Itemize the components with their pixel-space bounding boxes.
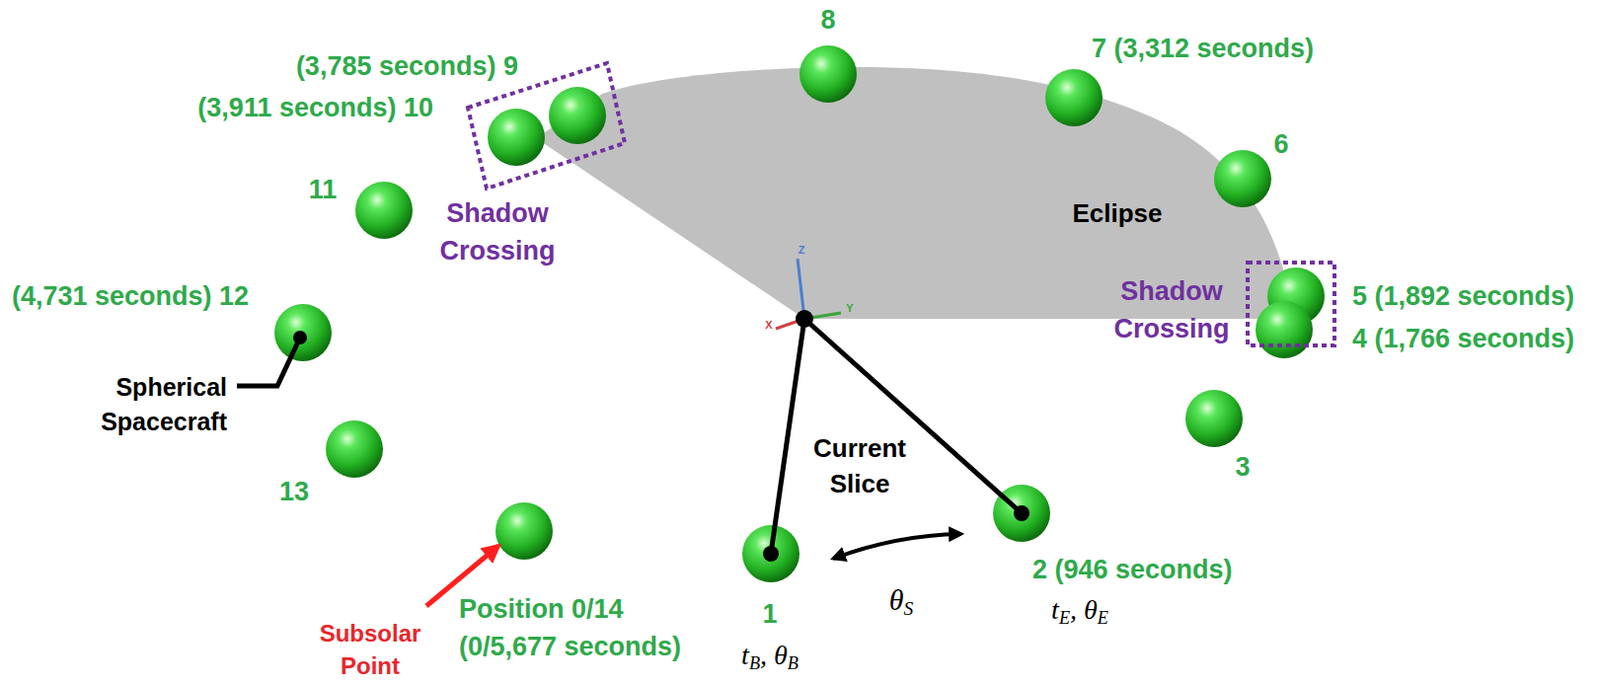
shadow-crossing-label: Shadow Crossing	[428, 195, 567, 271]
slice-lines	[762, 309, 1030, 562]
slice-label: Current Slice	[795, 430, 924, 503]
position-time: Position 0/14 (0/5,677 seconds)	[458, 591, 696, 667]
region-label: Eclipse	[1071, 198, 1162, 229]
axis-letter: X	[764, 318, 772, 332]
position-number: 13	[279, 475, 309, 508]
position-time: (3,785 seconds) 9	[296, 50, 519, 82]
position-time: (4,731 seconds) 12	[11, 280, 249, 312]
position-number: 3	[1234, 451, 1250, 483]
spacecraft-spheres	[274, 45, 1325, 583]
position-time: 5 (1,892 seconds)	[1352, 280, 1575, 312]
slice-bound-symbol: tB, θB	[741, 638, 799, 673]
subscript: E	[1097, 608, 1109, 628]
subscript: S	[904, 598, 915, 619]
subscript: B	[749, 653, 761, 674]
callout-label: Subsolar Point	[310, 616, 430, 684]
axes-triad	[775, 258, 841, 329]
subscript: E	[1059, 608, 1070, 628]
angle-symbol: θS	[889, 582, 915, 618]
position-time: 7 (3,312 seconds)	[1091, 32, 1314, 65]
shadow-crossing-label: Shadow Crossing	[1102, 273, 1241, 349]
spacecraft-leader	[236, 330, 307, 386]
axis-letter: Y	[845, 302, 853, 315]
position-time: (3,911 seconds) 10	[197, 91, 434, 124]
slice-bound-symbol: tE, θE	[1051, 593, 1109, 627]
position-number: 11	[308, 173, 338, 206]
axis-letter: Z	[798, 243, 806, 257]
position-number: 8	[820, 3, 836, 36]
position-number: 6	[1273, 128, 1289, 160]
position-time: 4 (1,766 seconds)	[1352, 322, 1575, 355]
subscript: B	[787, 653, 799, 674]
position-time: 2 (946 seconds)	[1032, 553, 1233, 586]
callout-label: Spherical Spacecraft	[78, 370, 228, 440]
position-number: 1	[761, 598, 777, 630]
